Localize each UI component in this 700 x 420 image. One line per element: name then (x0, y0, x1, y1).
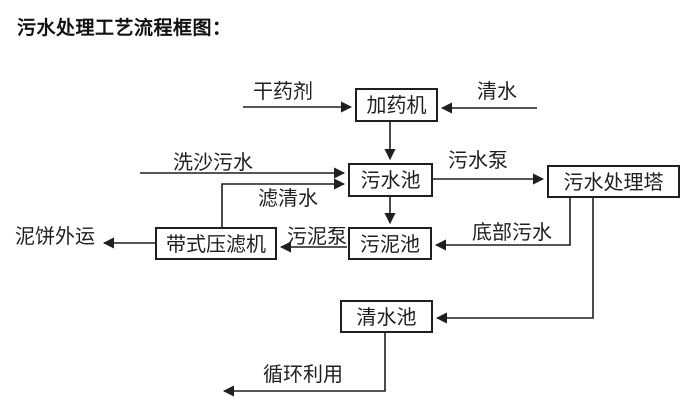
node-label: 带式压滤机 (166, 231, 266, 256)
flow-label-recycling: 循环利用 (263, 362, 343, 386)
node-sewage-treatment-tower: 污水处理塔 (547, 165, 680, 198)
node-dosing-machine: 加药机 (355, 88, 438, 122)
flow-label-sludge-pump: 污泥泵 (287, 224, 347, 248)
flow-arrow-tower-to-clean-water-pool (435, 198, 594, 324)
node-belt-filter-press: 带式压滤机 (155, 227, 277, 260)
page-title: 污水处理工艺流程框图： (17, 17, 232, 39)
flow-label-clean-water: 清水 (477, 79, 517, 103)
node-clean-water-pool: 清水池 (340, 300, 433, 333)
node-label: 污水处理塔 (563, 169, 664, 194)
flow-arrow-clean-water-pool-to-recycling (222, 333, 386, 397)
flow-label-filtered-water: 滤清水 (258, 186, 318, 210)
flow-label-dry-agent: 干药剂 (253, 79, 313, 103)
node-label: 污泥池 (360, 231, 420, 256)
node-sludge-pool: 污泥池 (348, 227, 432, 260)
node-label: 污水池 (360, 168, 421, 192)
node-label: 清水池 (356, 304, 417, 329)
flow-label-sewage-pump: 污水泵 (448, 148, 508, 172)
flow-label-bottom-sewage: 底部污水 (472, 220, 552, 244)
flow-arrow-tower-bottom-sewage-to-sludge-pool (434, 198, 571, 251)
node-label: 加药机 (366, 93, 427, 117)
flow-label-mud-cake-out: 泥饼外运 (15, 224, 95, 248)
node-sewage-pool: 污水池 (348, 163, 433, 197)
flow-label-sand-washing-sewage: 洗沙污水 (173, 150, 253, 174)
flow-arrow-filtered-water-to-sewage-pool (221, 178, 346, 227)
